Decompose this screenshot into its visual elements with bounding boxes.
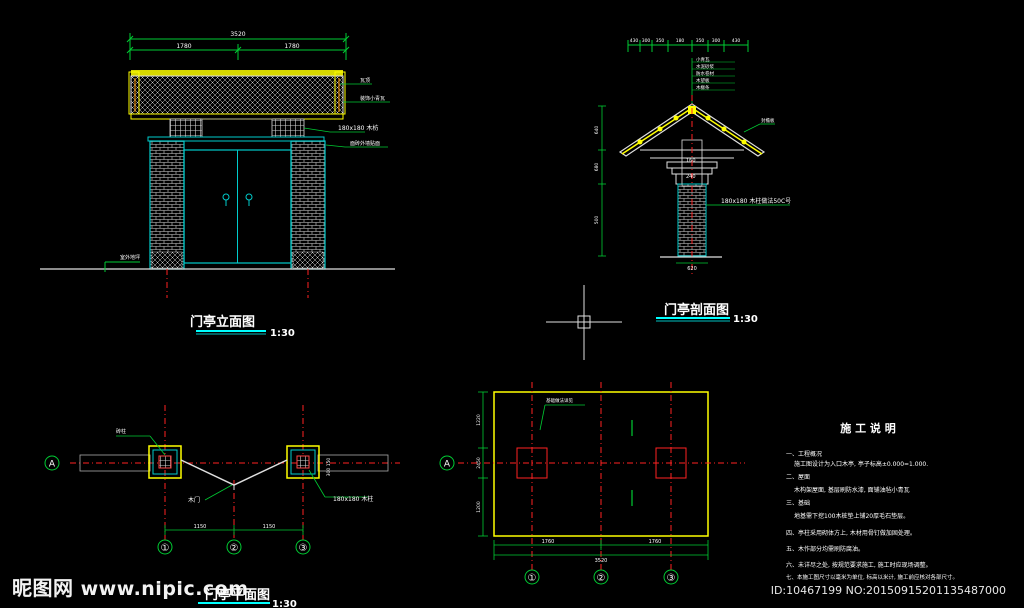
- roof-tiles: [130, 75, 344, 115]
- sec-layer-3: 防水卷材: [696, 70, 714, 77]
- watermark-brand: 昵图网: [12, 576, 74, 600]
- elev-dim-left: 1780: [176, 43, 191, 50]
- plan-axis-3: ③: [299, 543, 308, 554]
- elev-label-beam: 180x180 木枋: [338, 124, 378, 132]
- plan-label-door: 木门: [188, 496, 200, 504]
- sec-label-post: 180x180 木柱做法50C号: [721, 197, 791, 205]
- fdn-dim-1: 1760: [542, 539, 555, 545]
- notes-line-2: 施工图设计为入口木亭, 亭子标高±0.000=1.000.: [794, 460, 928, 468]
- sec-dim-240: 240: [686, 174, 696, 180]
- notes-line-4: 木构架屋面, 基层刷防水漆, 面铺油毡小青瓦: [794, 486, 910, 494]
- plan-left-pier: [148, 445, 182, 479]
- notes-line-7: 四、亭柱采用砌体方上, 木材用骨钉做加固处理。: [786, 529, 916, 537]
- sec-topdim-2: 300: [642, 38, 651, 44]
- watermark: 昵图网 www.nipic.com: [12, 572, 249, 601]
- fdn-axis-3: ③: [667, 573, 676, 584]
- roof-ridge: [131, 70, 343, 76]
- image-id-line: ID:10467199 NO:20150915201135487000: [770, 584, 1006, 597]
- section-view: 430 300 350 180 350 300 430 小青瓦 水泥砂浆 防水卷…: [594, 38, 791, 325]
- sec-vdim-3: 500: [594, 216, 600, 225]
- elev-label-cornice: 装饰小青瓦: [360, 95, 385, 102]
- sec-dim-160: 160: [686, 158, 696, 164]
- sec-topdim-3: 350: [656, 38, 665, 44]
- sec-dim-620: 620: [687, 266, 697, 272]
- fdn-axis-1: ①: [528, 573, 537, 584]
- sec-layer-1: 小青瓦: [696, 56, 710, 63]
- elevation-view: 3520 1780 1780 室外地坪: [40, 31, 395, 339]
- sec-vdim-1: 640: [594, 126, 600, 135]
- sec-vdim-2: 680: [594, 163, 600, 172]
- fdn-axis-2: ②: [597, 573, 606, 584]
- notes-line-10: 七、本施工图尺寸以毫米为单位, 标高以米计, 施工前应核对各部尺寸。: [786, 573, 958, 581]
- notes-line-1: 一、工程概况: [786, 450, 822, 458]
- elev-label-roof: 瓦顶: [360, 78, 370, 84]
- notes-line-9: 六、未详尽之处, 按规范要求施工, 施工时应现场调整。: [786, 561, 932, 569]
- section-post: [677, 183, 707, 257]
- elev-label-facade: 面砖外墙贴面: [350, 140, 380, 147]
- plan-title: 门亭平面图: [205, 587, 270, 603]
- plan-axis-1: ①: [161, 543, 170, 554]
- construction-notes: 施 工 说 明 一、工程概况 施工图设计为入口木亭, 亭子标高±0.000=1.…: [786, 421, 958, 581]
- elev-dim-right: 1780: [284, 43, 299, 50]
- foundation-view: 基础做法详见 1760 1760 3520 1220 2450 1200 A ①…: [439, 382, 745, 585]
- notes-line-5: 三、基础: [786, 499, 810, 507]
- ucs-crosshair: [546, 285, 622, 360]
- section-title: 门亭剖面图: [664, 302, 729, 318]
- plan-label-side: 300 150: [326, 458, 332, 477]
- sec-topdim-4: 180: [676, 38, 685, 44]
- sec-label-eave: 封檐板: [761, 117, 775, 124]
- fdn-vdim-2: 2450: [476, 457, 482, 469]
- plan-axis-2: ②: [230, 543, 239, 554]
- plan-label-post: 180x180 木柱: [333, 495, 373, 503]
- sec-topdim-6: 300: [712, 38, 721, 44]
- fdn-vdim-1: 1220: [476, 414, 482, 426]
- elev-ground-label: 室外地坪: [120, 254, 140, 261]
- sec-layer-4: 木望板: [696, 77, 710, 84]
- notes-title: 施 工 说 明: [840, 421, 896, 435]
- notes-line-3: 二、屋面: [786, 474, 810, 481]
- notes-line-8: 五、木作部分均需刷防腐油。: [786, 545, 864, 553]
- sec-topdim-1: 430: [630, 38, 639, 44]
- right-pier: [290, 140, 326, 270]
- fdn-dim-total: 3520: [595, 558, 608, 564]
- sec-layer-5: 木椽条: [696, 84, 710, 91]
- fdn-axis-a: A: [444, 460, 451, 470]
- foundation-label: 基础做法详见: [546, 397, 573, 404]
- plan-scale: 1:30: [272, 599, 297, 608]
- watermark-url: www.nipic.com: [80, 578, 249, 600]
- sec-topdim-5: 350: [696, 38, 705, 44]
- plan-dim-2: 1150: [263, 524, 276, 530]
- fdn-vdim-3: 1200: [476, 501, 482, 513]
- elev-dim-total: 3520: [230, 31, 245, 38]
- sec-topdim-7: 430: [732, 38, 741, 44]
- elevation-scale: 1:30: [270, 328, 295, 339]
- plan-view: 砖柱 木门 180x180 木柱 300 150 1150 1150 A ① ②…: [44, 405, 400, 608]
- section-scale: 1:30: [733, 314, 758, 325]
- elevation-title: 门亭立面图: [190, 314, 255, 330]
- plan-right-pier: [286, 445, 320, 479]
- left-pier: [149, 140, 185, 270]
- notes-line-6: 地基需下挖100木桩垫上铺20厚毛石垫层。: [794, 512, 909, 520]
- fdn-dim-2: 1760: [649, 539, 662, 545]
- sec-layer-2: 水泥砂浆: [696, 63, 714, 70]
- plan-label-pier: 砖柱: [116, 428, 126, 435]
- plan-dim-1: 1150: [194, 524, 207, 530]
- plan-axis-a: A: [49, 460, 56, 470]
